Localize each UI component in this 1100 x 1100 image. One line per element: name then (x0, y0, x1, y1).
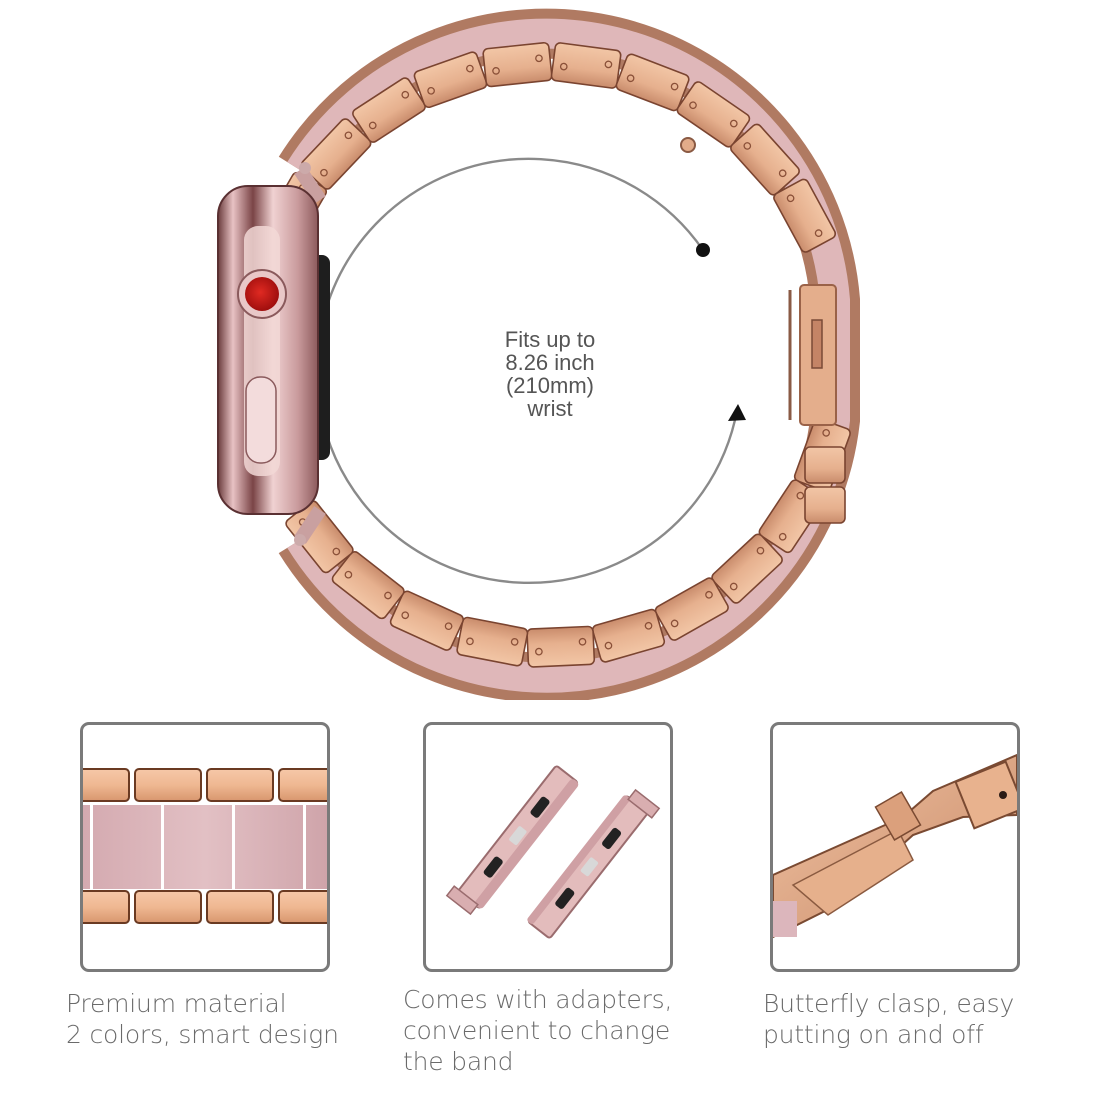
feature-caption-clasp: Butterfly clasp, easy putting on and off (763, 989, 1015, 1049)
feature-caption-material: Premium material 2 colors, smart design (66, 989, 339, 1049)
feature-panel-adapters (423, 722, 673, 972)
feature-panel-material (80, 722, 330, 972)
measure-start-dot-icon (696, 243, 710, 257)
watch-case (217, 162, 330, 546)
butterfly-clasp-image (773, 753, 1017, 939)
measure-arrow-icon (728, 404, 746, 421)
feature-panel-clasp (770, 722, 1020, 972)
bracelet-links (263, 41, 851, 668)
feature-caption-adapters: Comes with adapters, convenient to chang… (403, 985, 673, 1076)
fit-size-label: Fits up to 8.26 inch (210mm) wrist (504, 327, 596, 421)
band-links-closeup-image (83, 768, 327, 924)
band-adapters-image (445, 765, 661, 939)
butterfly-clasp-hero (680, 137, 837, 426)
side-button-icon (245, 376, 277, 464)
hero-bracelet-image (217, 8, 860, 700)
